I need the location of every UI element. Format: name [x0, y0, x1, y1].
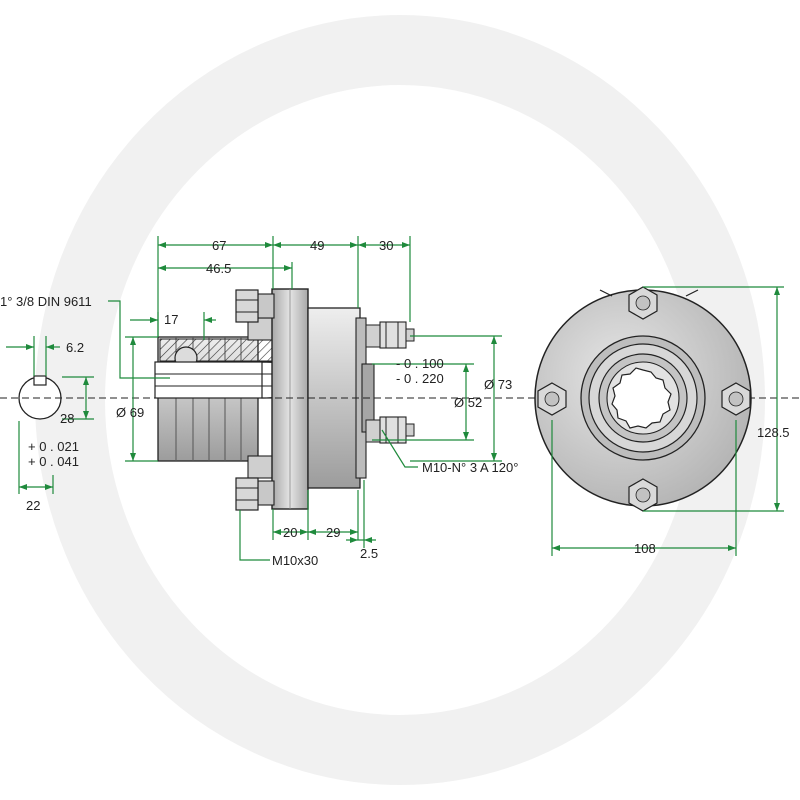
- grease-nipple-bottom: [365, 416, 415, 444]
- dim-6-2: 6.2: [66, 340, 84, 355]
- side-view: [0, 288, 800, 511]
- dim-28: 28: [60, 411, 74, 426]
- end-view: [534, 286, 752, 512]
- end-view-dimensions: 128.5 108: [551, 286, 790, 556]
- tol-shaft-lower: + 0 . 041: [28, 454, 79, 469]
- dim-29: 29: [326, 525, 340, 540]
- end-bolt-top: [628, 286, 658, 320]
- shaft-keyway: [33, 375, 47, 386]
- spline-spec: 1° 3/8 DIN 9611: [0, 294, 92, 309]
- end-bolt-bottom: [628, 478, 658, 512]
- tol-shaft-upper: + 0 . 021: [28, 439, 79, 454]
- end-bolt-right: [721, 382, 751, 416]
- side-view-dimensions: 67 49 30 46.5 1° 3/8 DIN 9611 17 Ø 69: [0, 236, 518, 568]
- dim-46-5: 46.5: [206, 261, 231, 276]
- grease-nipple-top: [365, 321, 415, 349]
- spline-bore: [611, 367, 672, 429]
- dim-dia-69: Ø 69: [116, 405, 144, 420]
- bolt-spec: M10x30: [272, 553, 318, 568]
- dim-49: 49: [310, 238, 324, 253]
- thread-spec: M10-N° 3 A 120°: [422, 460, 518, 475]
- dim-17: 17: [164, 312, 178, 327]
- dim-20: 20: [283, 525, 297, 540]
- dim-22: 22: [26, 498, 40, 513]
- dim-2-5: 2.5: [360, 546, 378, 561]
- end-bolt-left: [537, 382, 567, 416]
- dim-dia-73: Ø 73: [484, 377, 512, 392]
- shaft-section: 6.2 28 + 0 . 021 + 0 . 041 22: [6, 336, 94, 513]
- dim-dia-52: Ø 52: [454, 395, 482, 410]
- dim-67: 67: [212, 238, 226, 253]
- dim-128-5: 128.5: [757, 425, 790, 440]
- tol-bore-upper: - 0 . 100: [396, 356, 444, 371]
- dim-30: 30: [379, 238, 393, 253]
- dim-108: 108: [634, 541, 656, 556]
- tol-bore-lower: - 0 . 220: [396, 371, 444, 386]
